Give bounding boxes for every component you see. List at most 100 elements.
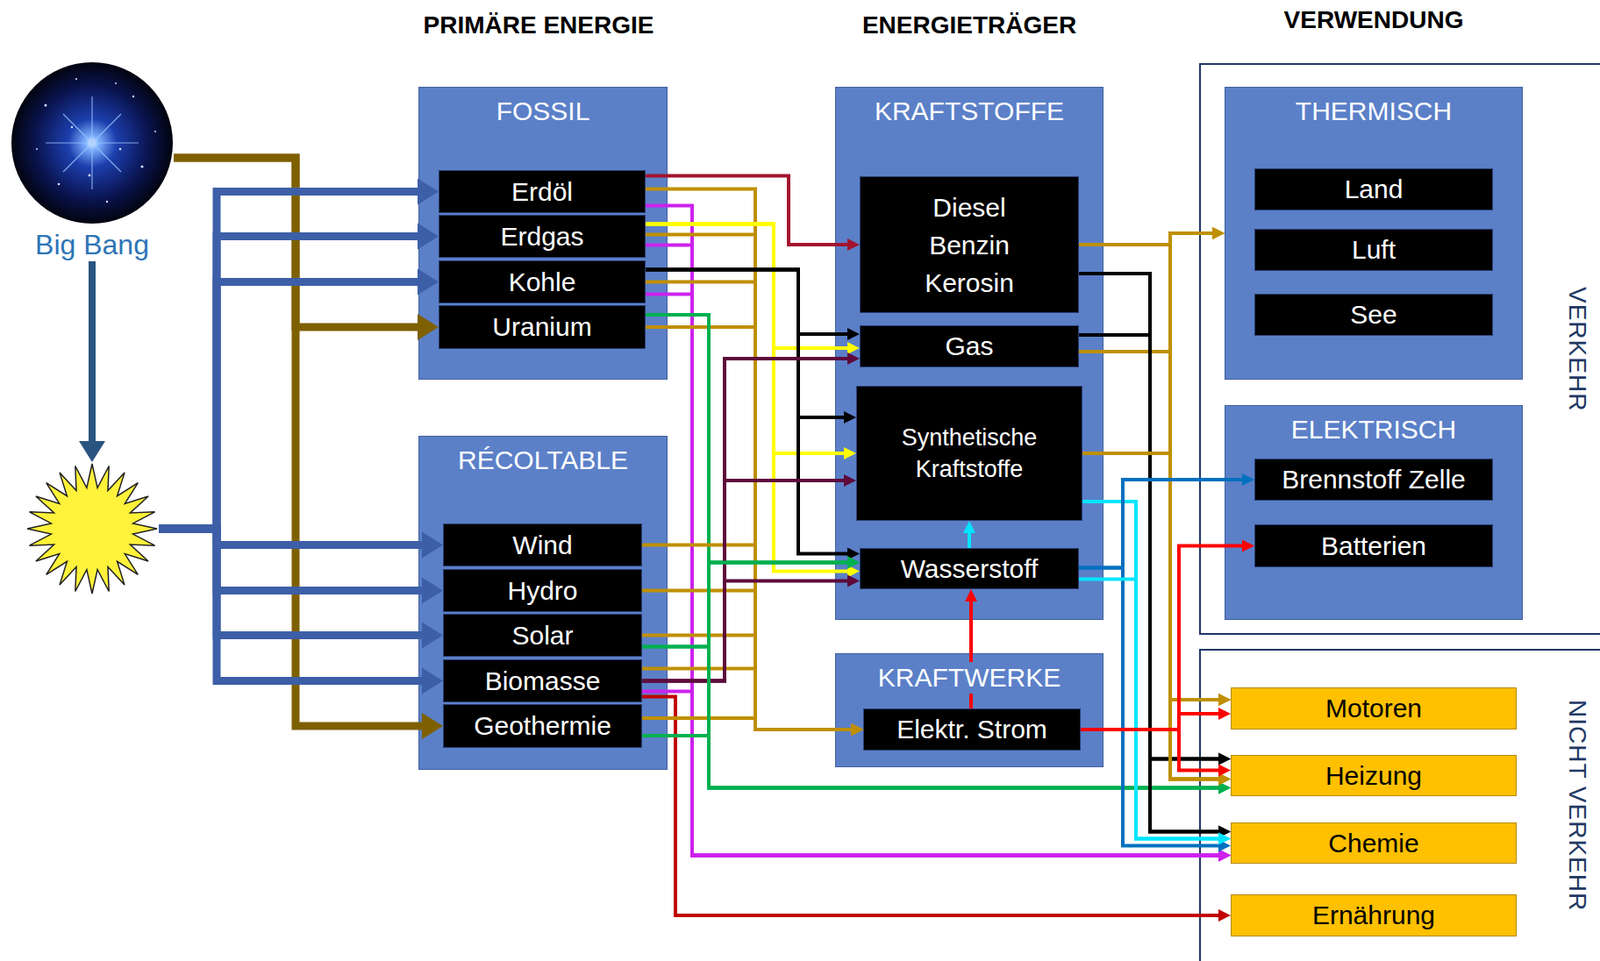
connector-arrow: [642, 575, 860, 682]
energy-box: Solar: [442, 614, 643, 658]
connector-arrow: [158, 223, 439, 530]
connector-arrow: [642, 692, 1231, 863]
connector-line: [645, 245, 1222, 857]
connector-line: [158, 528, 429, 682]
node-text: Gas: [944, 330, 993, 363]
big-bang-rays: [45, 96, 139, 190]
column-heading: ENERGIETRÄGER: [862, 10, 1077, 41]
arrowhead: [1218, 693, 1231, 707]
connector-arrow: [158, 178, 439, 530]
energy-box: Erdgas: [438, 214, 646, 258]
node-text: Batterien: [1321, 530, 1427, 563]
node-text: Synthetische Kraftstoffe: [864, 421, 1075, 486]
node-text: Heizung: [1325, 760, 1422, 793]
usage-box: Ernährung: [1230, 894, 1517, 937]
group-heading: KRAFTWERKE: [872, 662, 1066, 694]
node-text: Motoren: [1325, 692, 1422, 725]
group-heading: RÉCOLTABLE: [452, 444, 634, 477]
group-box: RÉCOLTABLEWindHydroSolarBiomasseGeotherm…: [418, 435, 668, 771]
node-text: Luft: [1351, 234, 1396, 266]
energy-box: Elektr. Strom: [863, 708, 1081, 751]
connector-arrow: [642, 647, 1231, 795]
node-text: Solar: [511, 620, 573, 652]
arrowhead: [78, 441, 106, 463]
group-heading-row: KRAFTSTOFFE: [835, 95, 1103, 128]
energy-box: Land: [1254, 168, 1493, 211]
connector-arrow: [1082, 501, 1231, 846]
energy-box: Brennstoff Zelle: [1254, 458, 1493, 501]
energy-box: Erdöl: [438, 170, 646, 214]
usage-box: Chemie: [1230, 822, 1517, 865]
connector-line: [158, 192, 424, 530]
arrowhead: [1218, 753, 1231, 766]
sun-illustration: [25, 462, 159, 596]
big-bang-stars: [35, 78, 157, 203]
connector-line: [158, 528, 429, 592]
group-box: KRAFTWERKE Elektr. Strom: [835, 653, 1104, 768]
node-text: Diesel Benzin Kerosin: [907, 188, 1031, 302]
arrowhead: [1218, 850, 1231, 863]
connector-arrow: [645, 224, 857, 461]
connector-line: [642, 581, 851, 682]
arrowhead: [1218, 753, 1231, 766]
connector-line: [642, 358, 851, 682]
node-text: Kohle: [508, 266, 577, 299]
node-text: Big Bang: [35, 228, 150, 262]
connector-line: [88, 261, 96, 448]
connector-arrow: [158, 528, 443, 559]
connector-line: [158, 282, 424, 530]
connector-line: [645, 314, 851, 564]
arrowhead: [1212, 227, 1225, 240]
connector-arrow: [645, 176, 860, 252]
connector-line: [645, 270, 848, 419]
usage-box: Heizung: [1230, 755, 1517, 797]
region-label-holder: NICHT VERKEHR: [1559, 650, 1595, 961]
connector-line: [158, 528, 429, 636]
connector-arrow: [158, 528, 443, 695]
connector-arrow: [645, 314, 1231, 795]
connector-line: [645, 224, 851, 572]
big-bang-disc: [11, 62, 173, 224]
energy-box: Uranium: [438, 305, 646, 350]
arrowhead: [1218, 850, 1231, 863]
group-heading-row: KRAFTWERKE: [835, 662, 1103, 694]
node-text: Erdöl: [511, 176, 573, 208]
connector-arrow: [645, 314, 860, 570]
connector-arrow: [158, 528, 443, 605]
arrowhead: [1218, 833, 1231, 846]
energy-box: Luft: [1254, 228, 1493, 272]
arrowhead: [1218, 693, 1231, 707]
arrowhead: [1218, 909, 1231, 922]
connector-line: [642, 563, 851, 737]
connector-line: [645, 270, 851, 336]
connector-line: [1078, 479, 1246, 569]
usage-box: Motoren: [1230, 687, 1517, 730]
energy-box: Synthetische Kraftstoffe: [856, 385, 1083, 522]
connector-arrow: [1082, 227, 1225, 454]
energy-box: Geothermie: [442, 704, 643, 749]
big-bang-node: Big Bang: [10, 61, 174, 262]
energy-box: Wind: [442, 523, 643, 567]
group-box: FOSSIL ErdölErdgasKohleUranium: [418, 86, 668, 380]
connector-arrow: [158, 528, 443, 650]
energy-box: Batterien: [1254, 524, 1493, 568]
region-band: NICHT VERKEHR MotorenHeizungChemieErnähru…: [1199, 649, 1600, 961]
connector-arrow: [78, 261, 106, 463]
group-heading-row: RÉCOLTABLE: [419, 444, 667, 477]
connector-line: [645, 282, 855, 731]
arrowhead: [1212, 227, 1225, 240]
node-text: Ernährung: [1312, 900, 1436, 932]
connector-arrow: [642, 557, 860, 648]
region-label: VERKEHR: [1559, 286, 1595, 412]
group-heading: FOSSIL: [491, 95, 596, 128]
node-text: Chemie: [1328, 828, 1419, 860]
connector-line: [645, 224, 848, 455]
region-band: VERKEHRTHERMISCHLandLuftSeeELEKTRISCHBre…: [1199, 63, 1600, 636]
connector-arrow: [642, 557, 860, 737]
arrowhead: [1218, 707, 1231, 721]
arrowhead: [1218, 764, 1231, 778]
group-box: ELEKTRISCHBrennstoff ZelleBatterien: [1224, 405, 1523, 621]
connector-arrow: [642, 718, 864, 736]
column-heading-holder: VERWENDUNG: [1198, 5, 1550, 36]
node-text: Brennstoff Zelle: [1281, 464, 1466, 496]
